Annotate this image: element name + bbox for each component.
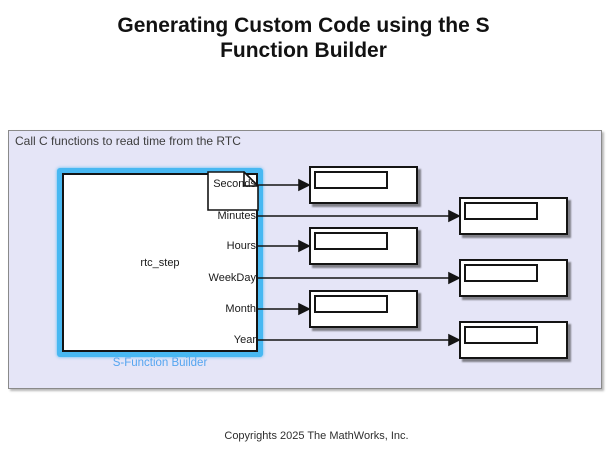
wire-hours[interactable] — [258, 239, 311, 253]
port-label-seconds: Seconds — [213, 178, 256, 190]
display-block-seconds[interactable] — [309, 166, 418, 204]
display-value-field — [314, 171, 388, 189]
port-label-hours: Hours — [226, 240, 256, 252]
wire-weekday[interactable] — [258, 271, 461, 285]
display-value-field — [314, 295, 388, 313]
wire-month[interactable] — [258, 302, 311, 316]
display-block-year[interactable] — [459, 321, 568, 359]
port-label-minutes: Minutes — [217, 210, 256, 222]
display-value-field — [464, 326, 538, 344]
wire-minutes[interactable] — [258, 209, 461, 223]
display-value-field — [464, 202, 538, 220]
page-title-line1: Generating Custom Code using the S — [117, 14, 490, 37]
page-title: Generating Custom Code using the S Funct… — [0, 13, 607, 63]
sfunction-type-label[interactable]: S-Function Builder — [112, 357, 208, 369]
port-label-year: Year — [233, 334, 256, 346]
port-label-month: Month — [225, 303, 256, 315]
display-block-hours[interactable] — [309, 227, 418, 265]
display-value-field — [314, 232, 388, 250]
area-label: Call C functions to read time from the R… — [15, 134, 241, 148]
copyright-text: Copyrights 2025 The MathWorks, Inc. — [224, 430, 409, 442]
block-name-label: rtc_step — [140, 256, 180, 269]
display-block-weekday[interactable] — [459, 259, 568, 297]
display-block-month[interactable] — [309, 290, 418, 328]
display-block-minutes[interactable] — [459, 197, 568, 235]
display-value-field — [464, 264, 538, 282]
folded-note-icon[interactable] — [207, 171, 259, 211]
wire-year[interactable] — [258, 333, 461, 347]
page-title-line2: Function Builder — [220, 39, 387, 62]
wire-seconds[interactable] — [258, 178, 311, 192]
port-label-weekday: WeekDay — [208, 272, 256, 284]
